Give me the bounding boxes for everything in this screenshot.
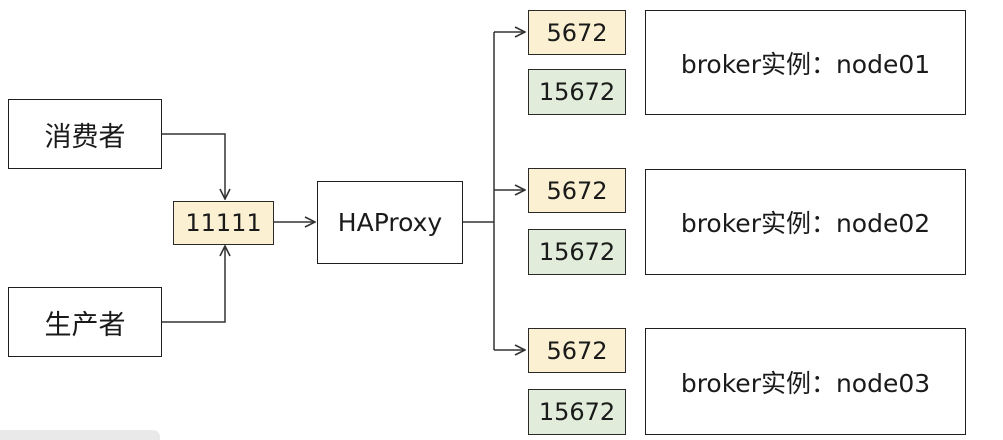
broker-label: broker实例：node02 [680,209,931,238]
mgmt-port-node03: 15672 [528,389,626,435]
mgmt-port-label: 15672 [538,238,616,266]
mgmt-port-label: 15672 [538,398,616,426]
producer-box: 生产者 [8,287,162,357]
amqp-port-node02: 5672 [528,168,626,213]
producer-label: 生产者 [44,309,126,341]
mgmt-port-label: 15672 [538,78,616,106]
broker-box-node03: broker实例：node03 [645,328,966,435]
consumer-box: 消费者 [8,99,162,169]
mgmt-port-node02: 15672 [528,229,626,275]
amqp-port-label: 5672 [546,18,608,47]
amqp-port-label: 5672 [546,336,608,365]
broker-box-node02: broker实例：node02 [645,169,966,275]
mgmt-port-node01: 15672 [528,69,626,115]
haproxy-box: HAProxy [317,181,463,264]
broker-box-node01: broker实例：node01 [645,10,966,115]
consumer-label: 消费者 [44,121,126,153]
producer-to-port-arrow [162,246,225,323]
consumer-to-port-arrow [162,133,225,199]
amqp-port-label: 5672 [546,176,608,205]
entry-port-box: 11111 [173,201,274,245]
haproxy-label: HAProxy [337,208,443,237]
broker-label: broker实例：node01 [680,49,931,79]
broker-label: broker实例：node03 [680,368,931,398]
amqp-port-node03: 5672 [528,328,626,373]
amqp-port-node01: 5672 [528,10,626,55]
video-overlay-strip [0,430,160,440]
entry-port-label: 11111 [185,209,262,237]
